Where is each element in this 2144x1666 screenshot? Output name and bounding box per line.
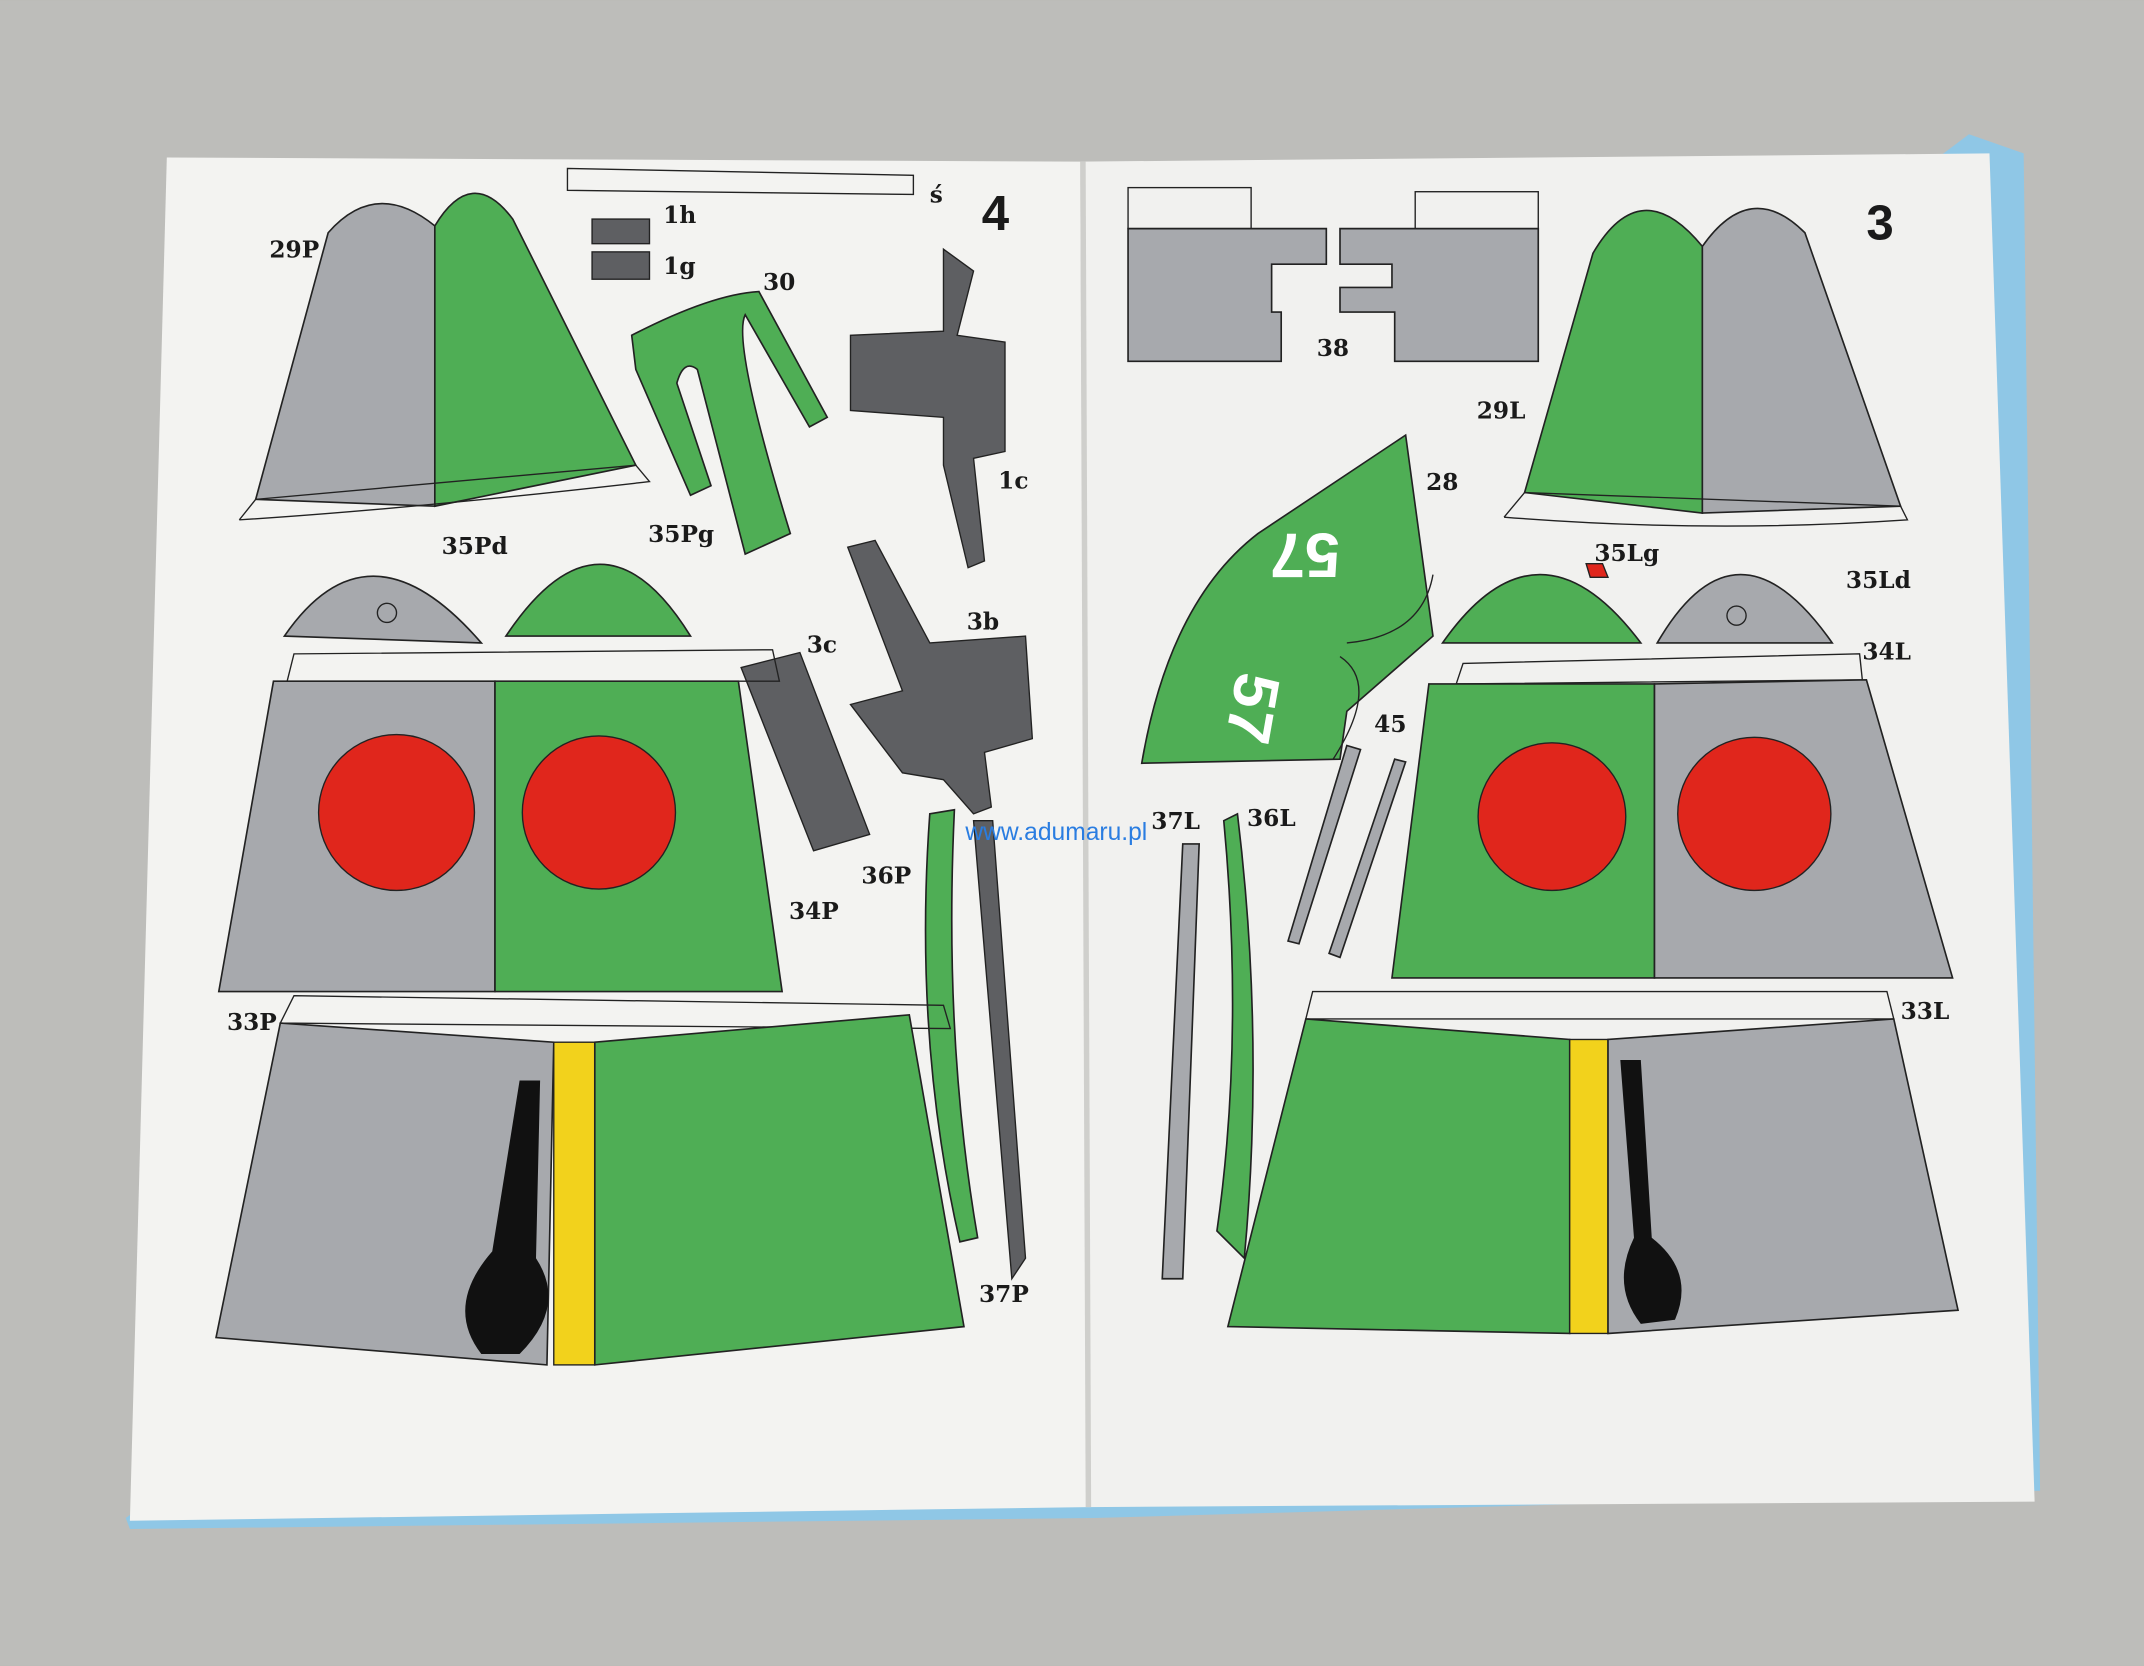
label-29p: 29P <box>269 236 319 263</box>
part-36p <box>924 808 979 1243</box>
label-28: 28 <box>1426 469 1458 496</box>
page-number-left: 4 <box>982 186 1010 241</box>
label-3c: 3c <box>807 632 837 659</box>
part-35ld <box>1655 573 1834 644</box>
label-3b: 3b <box>967 608 999 635</box>
part-45-b <box>1328 758 1407 959</box>
right-page-parts: 3 38 29L 57 57 28 35Lg 35Ld 34L 45 <box>1127 186 1960 1335</box>
part-30 <box>630 290 829 556</box>
hinomaru-34l-left <box>1477 742 1627 892</box>
label-45: 45 <box>1374 711 1406 738</box>
part-33p-grey <box>215 1022 555 1366</box>
watermark: www.adumaru.pl <box>964 819 1147 846</box>
label-35pg: 35Pg <box>648 521 714 548</box>
hinomaru-34p-left <box>317 733 476 892</box>
tab-34p <box>286 649 781 682</box>
part-1c <box>849 247 1006 569</box>
label-33l: 33L <box>1901 998 1950 1025</box>
part-38-left <box>1127 227 1328 363</box>
label-36p: 36P <box>861 863 911 890</box>
yellow-stripe-33p <box>553 1041 596 1366</box>
label-37l: 37L <box>1151 808 1200 835</box>
tab-33p <box>279 995 952 1030</box>
tab-28 <box>1332 574 1434 760</box>
label-34p: 34P <box>789 898 839 925</box>
part-3b <box>846 539 1034 815</box>
part-35pg <box>504 563 692 637</box>
part-1h <box>591 218 651 245</box>
label-34l: 34L <box>1862 638 1911 665</box>
part-strip-s <box>566 167 915 196</box>
part-38-right <box>1339 227 1540 363</box>
spine-fold <box>1080 161 1092 1508</box>
part-3c <box>740 651 871 852</box>
page-number-right: 3 <box>1866 196 1893 251</box>
black-pattern-33p <box>465 1080 549 1354</box>
hinomaru-34p-right <box>521 735 677 890</box>
part-37p <box>972 820 1027 1281</box>
label-37p: 37P <box>979 1281 1029 1308</box>
red-mark-35lg <box>1585 562 1610 578</box>
label-35ld: 35Ld <box>1846 567 1911 594</box>
label-33p: 33P <box>227 1009 277 1036</box>
part-28 <box>1140 433 1434 765</box>
part-33l-grey <box>1607 1018 1960 1335</box>
label-29l: 29L <box>1477 398 1526 425</box>
label-1g: 1g <box>663 253 695 280</box>
label-30: 30 <box>763 269 795 296</box>
tab-29p <box>238 464 651 521</box>
part-33p-green <box>593 1013 965 1366</box>
black-pattern-33l <box>1620 1059 1682 1324</box>
label-1h: 1h <box>663 202 696 229</box>
label-38: 38 <box>1317 335 1349 362</box>
part-37l <box>1161 843 1201 1280</box>
yellow-stripe-33l <box>1569 1038 1609 1335</box>
part-29l-grey <box>1701 207 1902 514</box>
part-1g <box>591 251 651 280</box>
part-35lg <box>1440 573 1643 644</box>
part-35pd <box>282 575 484 644</box>
part-29p-green <box>433 192 638 508</box>
tab-29l <box>1503 491 1909 527</box>
label-35pd: 35Pd <box>442 533 508 560</box>
part-36l <box>1216 812 1254 1261</box>
label-1c: 1c <box>998 467 1028 494</box>
label-35lg: 35Lg <box>1594 540 1659 567</box>
tail-number-57-top: 57 <box>1270 520 1340 590</box>
hinomaru-34l-right <box>1677 736 1832 892</box>
label-s: ś <box>930 182 943 209</box>
hole-35ld <box>1726 605 1747 626</box>
part-45-a <box>1287 744 1362 945</box>
hole-35pd <box>376 602 398 624</box>
left-page-parts: 4 ś 29P 1h 1g 30 1c 35Pd 35Pg 3c 3b <box>215 167 1034 1366</box>
tail-number-57-bottom: 57 <box>1212 668 1293 749</box>
label-36l: 36L <box>1247 805 1296 832</box>
